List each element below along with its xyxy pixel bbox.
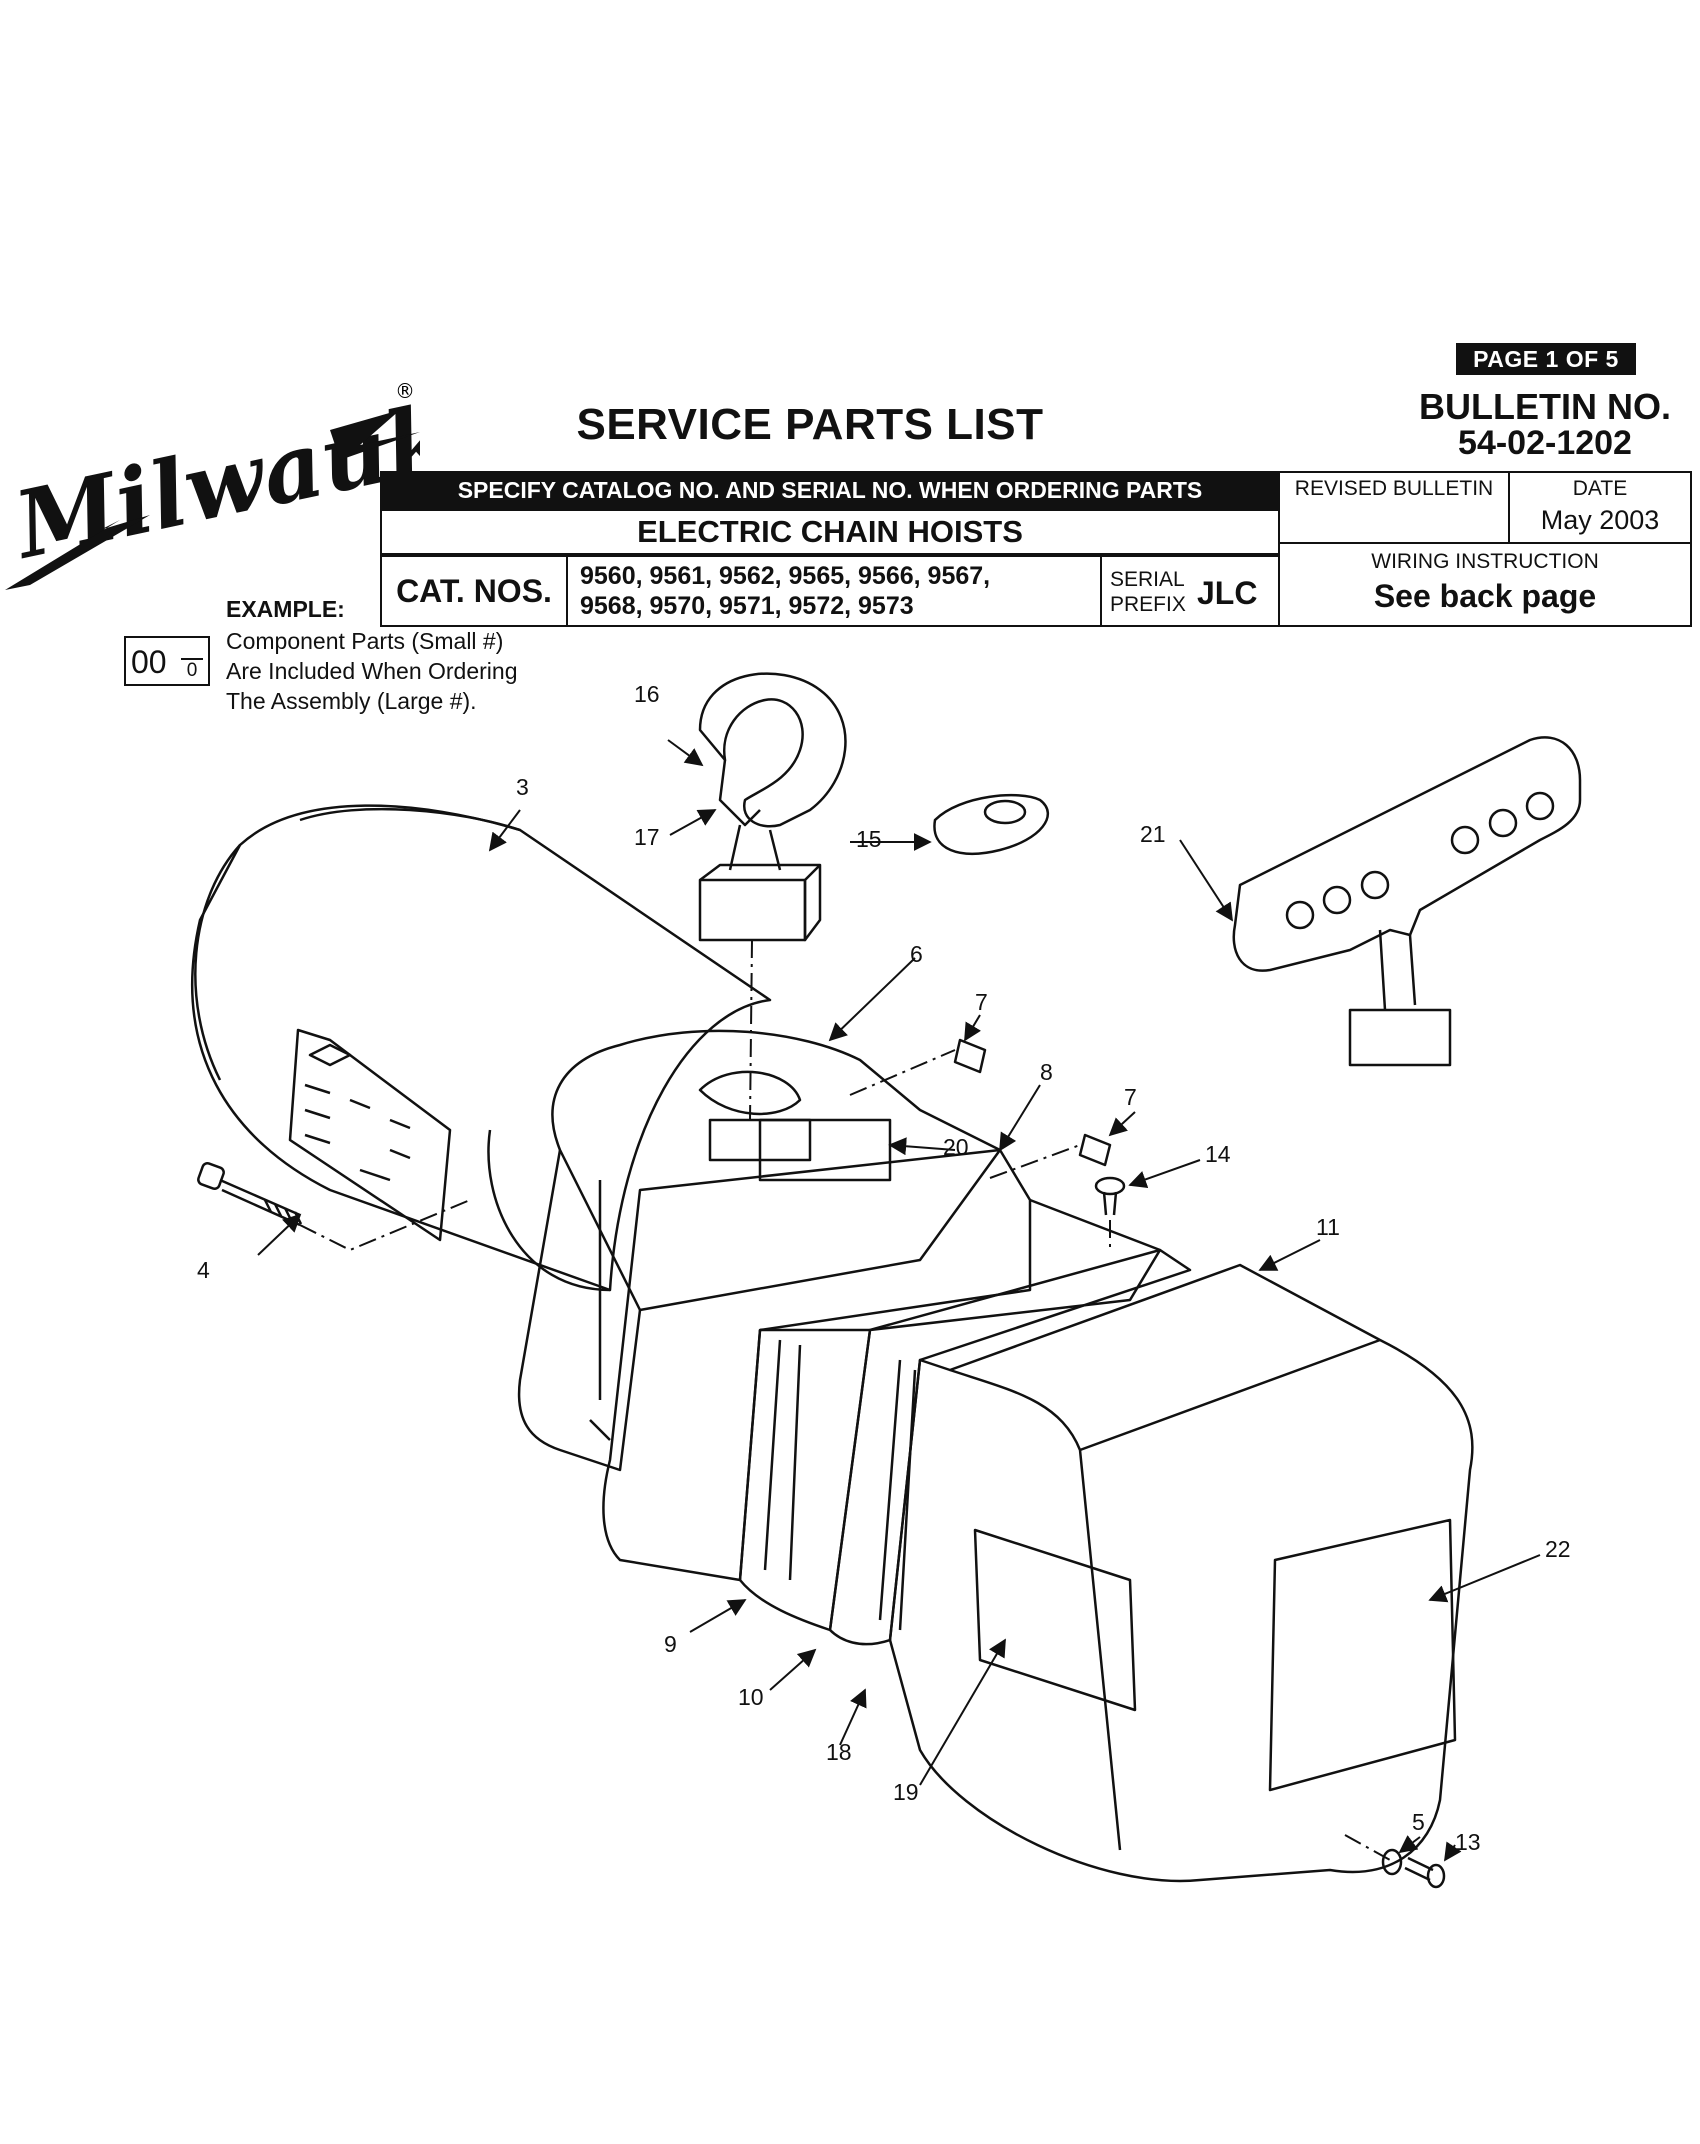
callout-14: 14 xyxy=(1205,1141,1231,1167)
page-indicator-badge: PAGE 1 OF 5 xyxy=(1456,343,1636,375)
example-line-2: Are Included When Ordering xyxy=(226,658,518,684)
callout-7-lower: 7 xyxy=(1124,1084,1137,1110)
screw-part-13 xyxy=(1404,1856,1446,1889)
callout-9: 9 xyxy=(664,1631,677,1657)
date-value: May 2003 xyxy=(1540,505,1660,535)
revised-bulletin-label: REVISED BULLETIN xyxy=(1294,477,1494,500)
callout-21: 21 xyxy=(1140,821,1166,847)
example-component-number: 0 xyxy=(181,658,203,682)
pin-part-7-upper xyxy=(953,1038,987,1074)
gear-housing-part-8 xyxy=(517,1029,1002,1472)
bulletin-label: BULLETIN NO. xyxy=(1419,386,1671,427)
wiring-instruction-cell: WIRING INSTRUCTION See back page xyxy=(1278,542,1692,627)
callout-4: 4 xyxy=(197,1257,210,1283)
callout-5: 5 xyxy=(1412,1809,1425,1835)
callout-16: 16 xyxy=(634,681,660,707)
serial-prefix-value: JLC xyxy=(1197,575,1258,611)
trolley-bracket-part-21 xyxy=(1232,736,1582,1067)
svg-text:®: ® xyxy=(395,379,415,403)
gasket-part-18 xyxy=(828,1248,1192,1646)
date-label: DATE xyxy=(1572,477,1628,500)
example-assembly-number: 00 xyxy=(131,644,167,680)
milwaukee-logo: Milwaukee ® xyxy=(3,370,420,590)
serial-prefix-cell: SERIAL PREFIX JLC xyxy=(1100,555,1280,627)
wiring-instruction-label: WIRING INSTRUCTION xyxy=(1371,550,1599,573)
bulletin-number: 54-02-1202 xyxy=(1458,424,1632,462)
screw-part-14 xyxy=(1094,1176,1126,1216)
serial-label-line-2: PREFIX xyxy=(1110,593,1186,616)
callout-3: 3 xyxy=(516,774,529,800)
callout-13: 13 xyxy=(1455,1829,1481,1855)
ordering-instruction-banner: SPECIFY CATALOG NO. AND SERIAL NO. WHEN … xyxy=(380,471,1280,509)
callout-17: 17 xyxy=(634,824,660,850)
catalog-numbers-label: CAT. NOS. xyxy=(380,555,568,627)
callout-19: 19 xyxy=(893,1779,919,1805)
end-cover-part-11 xyxy=(888,1263,1474,1883)
catalog-numbers-list: 9560, 9561, 9562, 9565, 9566, 9567, 9568… xyxy=(568,555,1100,627)
example-line-3: The Assembly (Large #). xyxy=(226,688,477,714)
gasket-part-10 xyxy=(738,1329,872,1632)
product-name: ELECTRIC CHAIN HOISTS xyxy=(380,509,1280,555)
serial-prefix-label: SERIAL PREFIX xyxy=(1110,567,1186,617)
washer-part-15 xyxy=(933,794,1049,855)
callout-7-upper: 7 xyxy=(975,989,988,1015)
page-title: SERVICE PARTS LIST xyxy=(576,400,1044,449)
bolt-part-4 xyxy=(197,1162,303,1227)
callout-11: 11 xyxy=(1316,1214,1340,1240)
lockwasher-part-5 xyxy=(1381,1848,1403,1876)
example-description: Component Parts (Small #) Are Included W… xyxy=(226,626,518,716)
callout-18: 18 xyxy=(826,1739,852,1765)
pin-part-7-lower xyxy=(1078,1133,1112,1167)
example-label: EXAMPLE: xyxy=(226,596,345,622)
motor-assembly-part-3 xyxy=(191,804,772,1292)
serial-label-line-1: SERIAL xyxy=(1110,568,1185,591)
callout-6: 6 xyxy=(910,941,923,967)
example-number-box: 00 0 xyxy=(124,636,210,686)
catalog-numbers-line-2: 9568, 9570, 9571, 9572, 9573 xyxy=(580,592,914,620)
callout-15: 15 xyxy=(856,826,882,852)
example-line-1: Component Parts (Small #) xyxy=(226,628,504,654)
catalog-numbers-line-1: 9560, 9561, 9562, 9565, 9566, 9567, xyxy=(580,562,991,590)
callout-22: 22 xyxy=(1545,1536,1571,1562)
callout-20: 20 xyxy=(943,1134,969,1160)
callout-8: 8 xyxy=(1040,1059,1053,1085)
hook-part-16 xyxy=(698,672,847,942)
wiring-instruction-value: See back page xyxy=(1373,578,1597,614)
center-body-part-9 xyxy=(602,1118,1162,1582)
callout-10: 10 xyxy=(738,1684,764,1710)
